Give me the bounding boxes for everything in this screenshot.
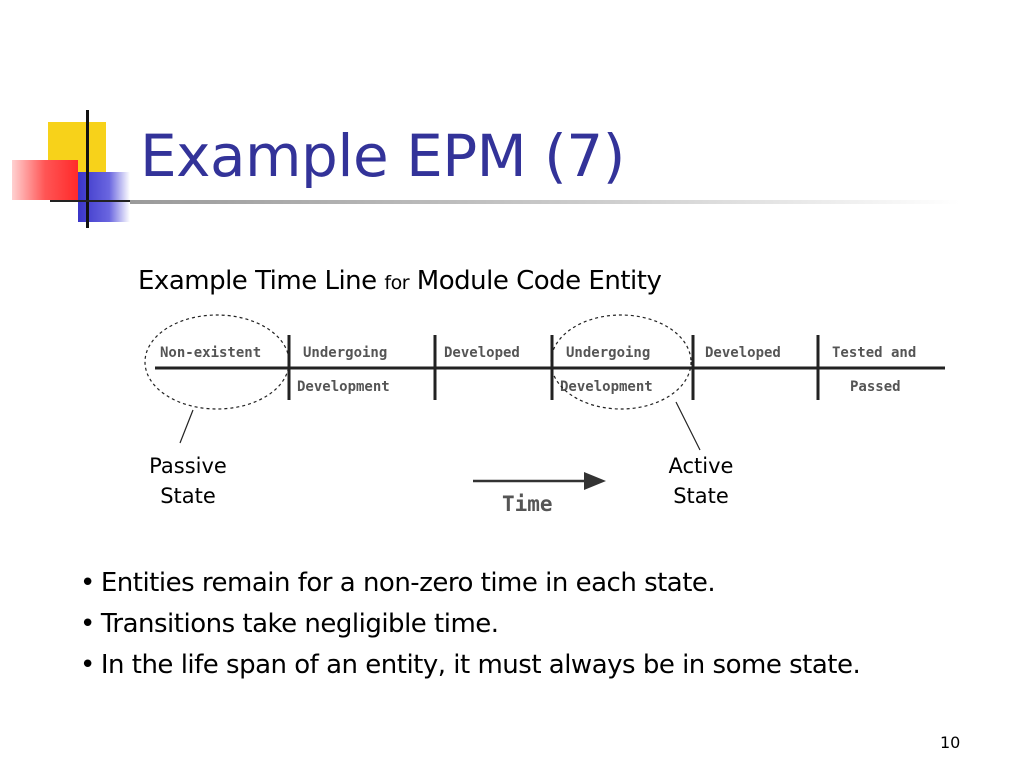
time-arrow-head-icon (584, 472, 606, 490)
diagram-subtitle: Example Time Line for Module Code Entity (138, 266, 662, 296)
bullet-item: In the life span of an entity, it must a… (80, 645, 861, 686)
bullet-list: Entities remain for a non-zero time in e… (80, 563, 861, 686)
active-pointer-line (675, 401, 701, 451)
segment-label: Passed (850, 379, 901, 395)
passive-state-line2: State (160, 484, 216, 508)
active-state-line2: State (673, 484, 729, 508)
segment-label: Developed (705, 345, 781, 361)
segment-label: Tested and (832, 345, 916, 361)
subtitle-part-2: for (384, 272, 410, 294)
passive-state-label: Passive State (128, 451, 248, 511)
decor-red-bar (12, 160, 78, 200)
decor-horizontal-line (50, 200, 140, 202)
bullet-item: Transitions take negligible time. (80, 604, 860, 645)
page-number: 10 (940, 733, 961, 752)
passive-pointer-line (179, 409, 194, 444)
slide-title: Example EPM (7) (140, 122, 625, 190)
active-state-line1: Active (668, 454, 734, 478)
segment-label: Undergoing (303, 345, 387, 361)
segment-label: Non-existent (160, 345, 261, 361)
title-underline (130, 200, 960, 204)
active-state-label: Active State (641, 451, 761, 511)
segment-label: Undergoing (566, 345, 650, 361)
segment-label: Development (297, 379, 390, 395)
segment-label: Development (560, 379, 653, 395)
passive-state-ellipse (144, 314, 290, 410)
active-state-ellipse (550, 314, 692, 410)
bullet-item: Entities remain for a non-zero time in e… (80, 563, 860, 604)
time-axis-label: Time (502, 492, 553, 516)
decor-vertical-line (86, 110, 89, 228)
segment-label: Developed (444, 345, 520, 361)
passive-state-line1: Passive (149, 454, 227, 478)
subtitle-part-3: Module Code Entity (416, 266, 662, 296)
subtitle-part-1: Example Time Line (138, 266, 377, 296)
